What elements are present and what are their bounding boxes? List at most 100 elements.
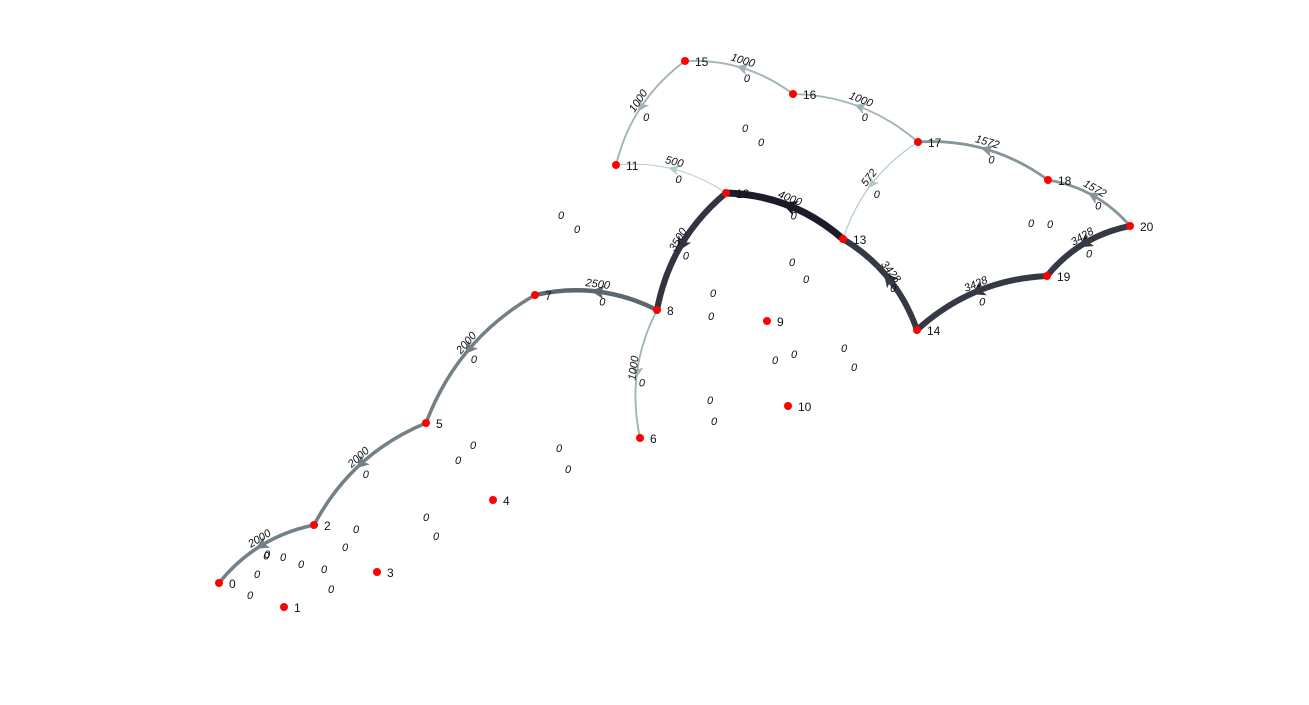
node-10 <box>784 402 792 410</box>
node-18 <box>1044 176 1052 184</box>
node-label-17: 17 <box>928 136 942 150</box>
node-15 <box>681 57 689 65</box>
edge-secondary-label: 0 <box>979 296 986 308</box>
edge-flow-label-12-11: 500 <box>664 154 686 170</box>
zero-flow-label: 0 <box>711 416 718 428</box>
edge-14-13 <box>839 235 921 334</box>
zero-flow-label: 0 <box>298 559 305 571</box>
node-label-2: 2 <box>324 519 331 533</box>
edge-secondary-label: 0 <box>744 73 751 85</box>
node-label-7: 7 <box>545 289 552 303</box>
edge-arrow-20-19 <box>1077 233 1095 248</box>
edge-secondary-label: 0 <box>890 283 897 295</box>
edge-arrow-12-11 <box>668 165 681 176</box>
zero-flow-label: 0 <box>708 311 715 323</box>
zero-flow-label: 0 <box>470 440 477 452</box>
zero-flow-label: 0 <box>321 564 328 576</box>
node-0 <box>215 579 223 587</box>
edge-secondary-label: 0 <box>363 469 370 481</box>
edge-arrow-13-12 <box>781 201 799 216</box>
node-12 <box>722 189 730 197</box>
node-label-14: 14 <box>927 324 941 338</box>
node-9 <box>763 317 771 325</box>
edge-secondary-label: 0 <box>988 154 995 166</box>
node-2 <box>310 521 318 529</box>
edge-arrow-12-8 <box>677 235 692 252</box>
edge-arrow-17-16 <box>854 103 868 115</box>
edge-arrow-15-11 <box>637 98 650 112</box>
edge-secondary-label: 0 <box>1095 201 1102 213</box>
node-label-15: 15 <box>695 55 709 69</box>
node-label-19: 19 <box>1057 270 1071 284</box>
zero-flow-label: 0 <box>791 349 798 361</box>
edge-secondary-label: 0 <box>791 210 798 222</box>
zero-flow-label: 0 <box>423 512 430 524</box>
edge-flow-label-8-7: 2500 <box>584 277 612 292</box>
zero-flow-label: 0 <box>841 343 848 355</box>
zero-flow-label: 0 <box>742 123 749 135</box>
edge-5-2 <box>312 421 428 527</box>
zero-flow-label: 0 <box>254 569 261 581</box>
edge-17-13 <box>842 141 919 240</box>
zero-flow-label: 0 <box>342 542 349 554</box>
edge-secondary-label: 0 <box>874 189 881 201</box>
node-8 <box>653 306 661 314</box>
edge-flow-label-15-11: 1000 <box>627 87 651 115</box>
node-13 <box>839 235 847 243</box>
zero-flow-label: 0 <box>556 443 563 455</box>
node-label-4: 4 <box>503 494 510 508</box>
zero-flow-label: 0 <box>353 524 360 536</box>
edge-15-11 <box>615 60 686 166</box>
zero-flow-label: 0 <box>264 549 271 561</box>
zero-flow-label: 0 <box>772 355 779 367</box>
edge-secondary-label: 0 <box>471 354 478 366</box>
edge-arrow-19-14 <box>970 281 987 296</box>
zero-flow-label: 0 <box>280 552 287 564</box>
node-label-3: 3 <box>387 566 394 580</box>
node-label-9: 9 <box>777 315 784 329</box>
edge-flow-label-17-13: 572 <box>859 167 880 189</box>
zero-flow-label: 0 <box>433 531 440 543</box>
node-label-1: 1 <box>294 601 301 615</box>
edge-secondary-label: 0 <box>683 250 690 262</box>
node-label-6: 6 <box>650 432 657 446</box>
zero-flow-label: 0 <box>851 362 858 374</box>
edge-arrow-18-17 <box>980 145 995 157</box>
node-1 <box>280 603 288 611</box>
node-16 <box>789 90 797 98</box>
zero-flow-label: 0 <box>455 455 462 467</box>
zero-flow-label: 0 <box>328 584 335 596</box>
zero-flow-label: 0 <box>574 224 581 236</box>
edge-7-5 <box>424 293 537 425</box>
node-3 <box>373 568 381 576</box>
node-7 <box>531 291 539 299</box>
edge-arrow-8-7 <box>590 285 605 300</box>
zero-flow-label: 0 <box>1028 218 1035 230</box>
node-label-5: 5 <box>436 417 443 431</box>
edge-arrow-17-13 <box>868 176 880 189</box>
edge-secondary-label: 0 <box>1086 249 1093 261</box>
edge-secondary-label: 0 <box>675 174 682 186</box>
node-label-16: 16 <box>803 88 817 102</box>
node-label-12: 12 <box>736 187 750 201</box>
edge-secondary-label: 0 <box>599 297 606 309</box>
node-14 <box>913 326 921 334</box>
node-label-8: 8 <box>667 304 674 318</box>
node-11 <box>612 161 620 169</box>
edge-flow-label-8-6: 1000 <box>626 354 641 381</box>
node-19 <box>1043 272 1051 280</box>
node-label-0: 0 <box>229 577 236 591</box>
node-20 <box>1126 222 1134 230</box>
edge-arrow-7-5 <box>464 340 479 355</box>
zero-flow-label: 0 <box>789 257 796 269</box>
edge-arrow-20-18 <box>1087 192 1102 204</box>
node-label-20: 20 <box>1140 220 1154 234</box>
edge-secondary-label: 0 <box>643 112 650 124</box>
edge-secondary-label: 0 <box>862 112 869 124</box>
zero-flow-label: 0 <box>565 464 572 476</box>
node-label-13: 13 <box>853 233 867 247</box>
edge-arrow-2-0 <box>255 536 271 549</box>
